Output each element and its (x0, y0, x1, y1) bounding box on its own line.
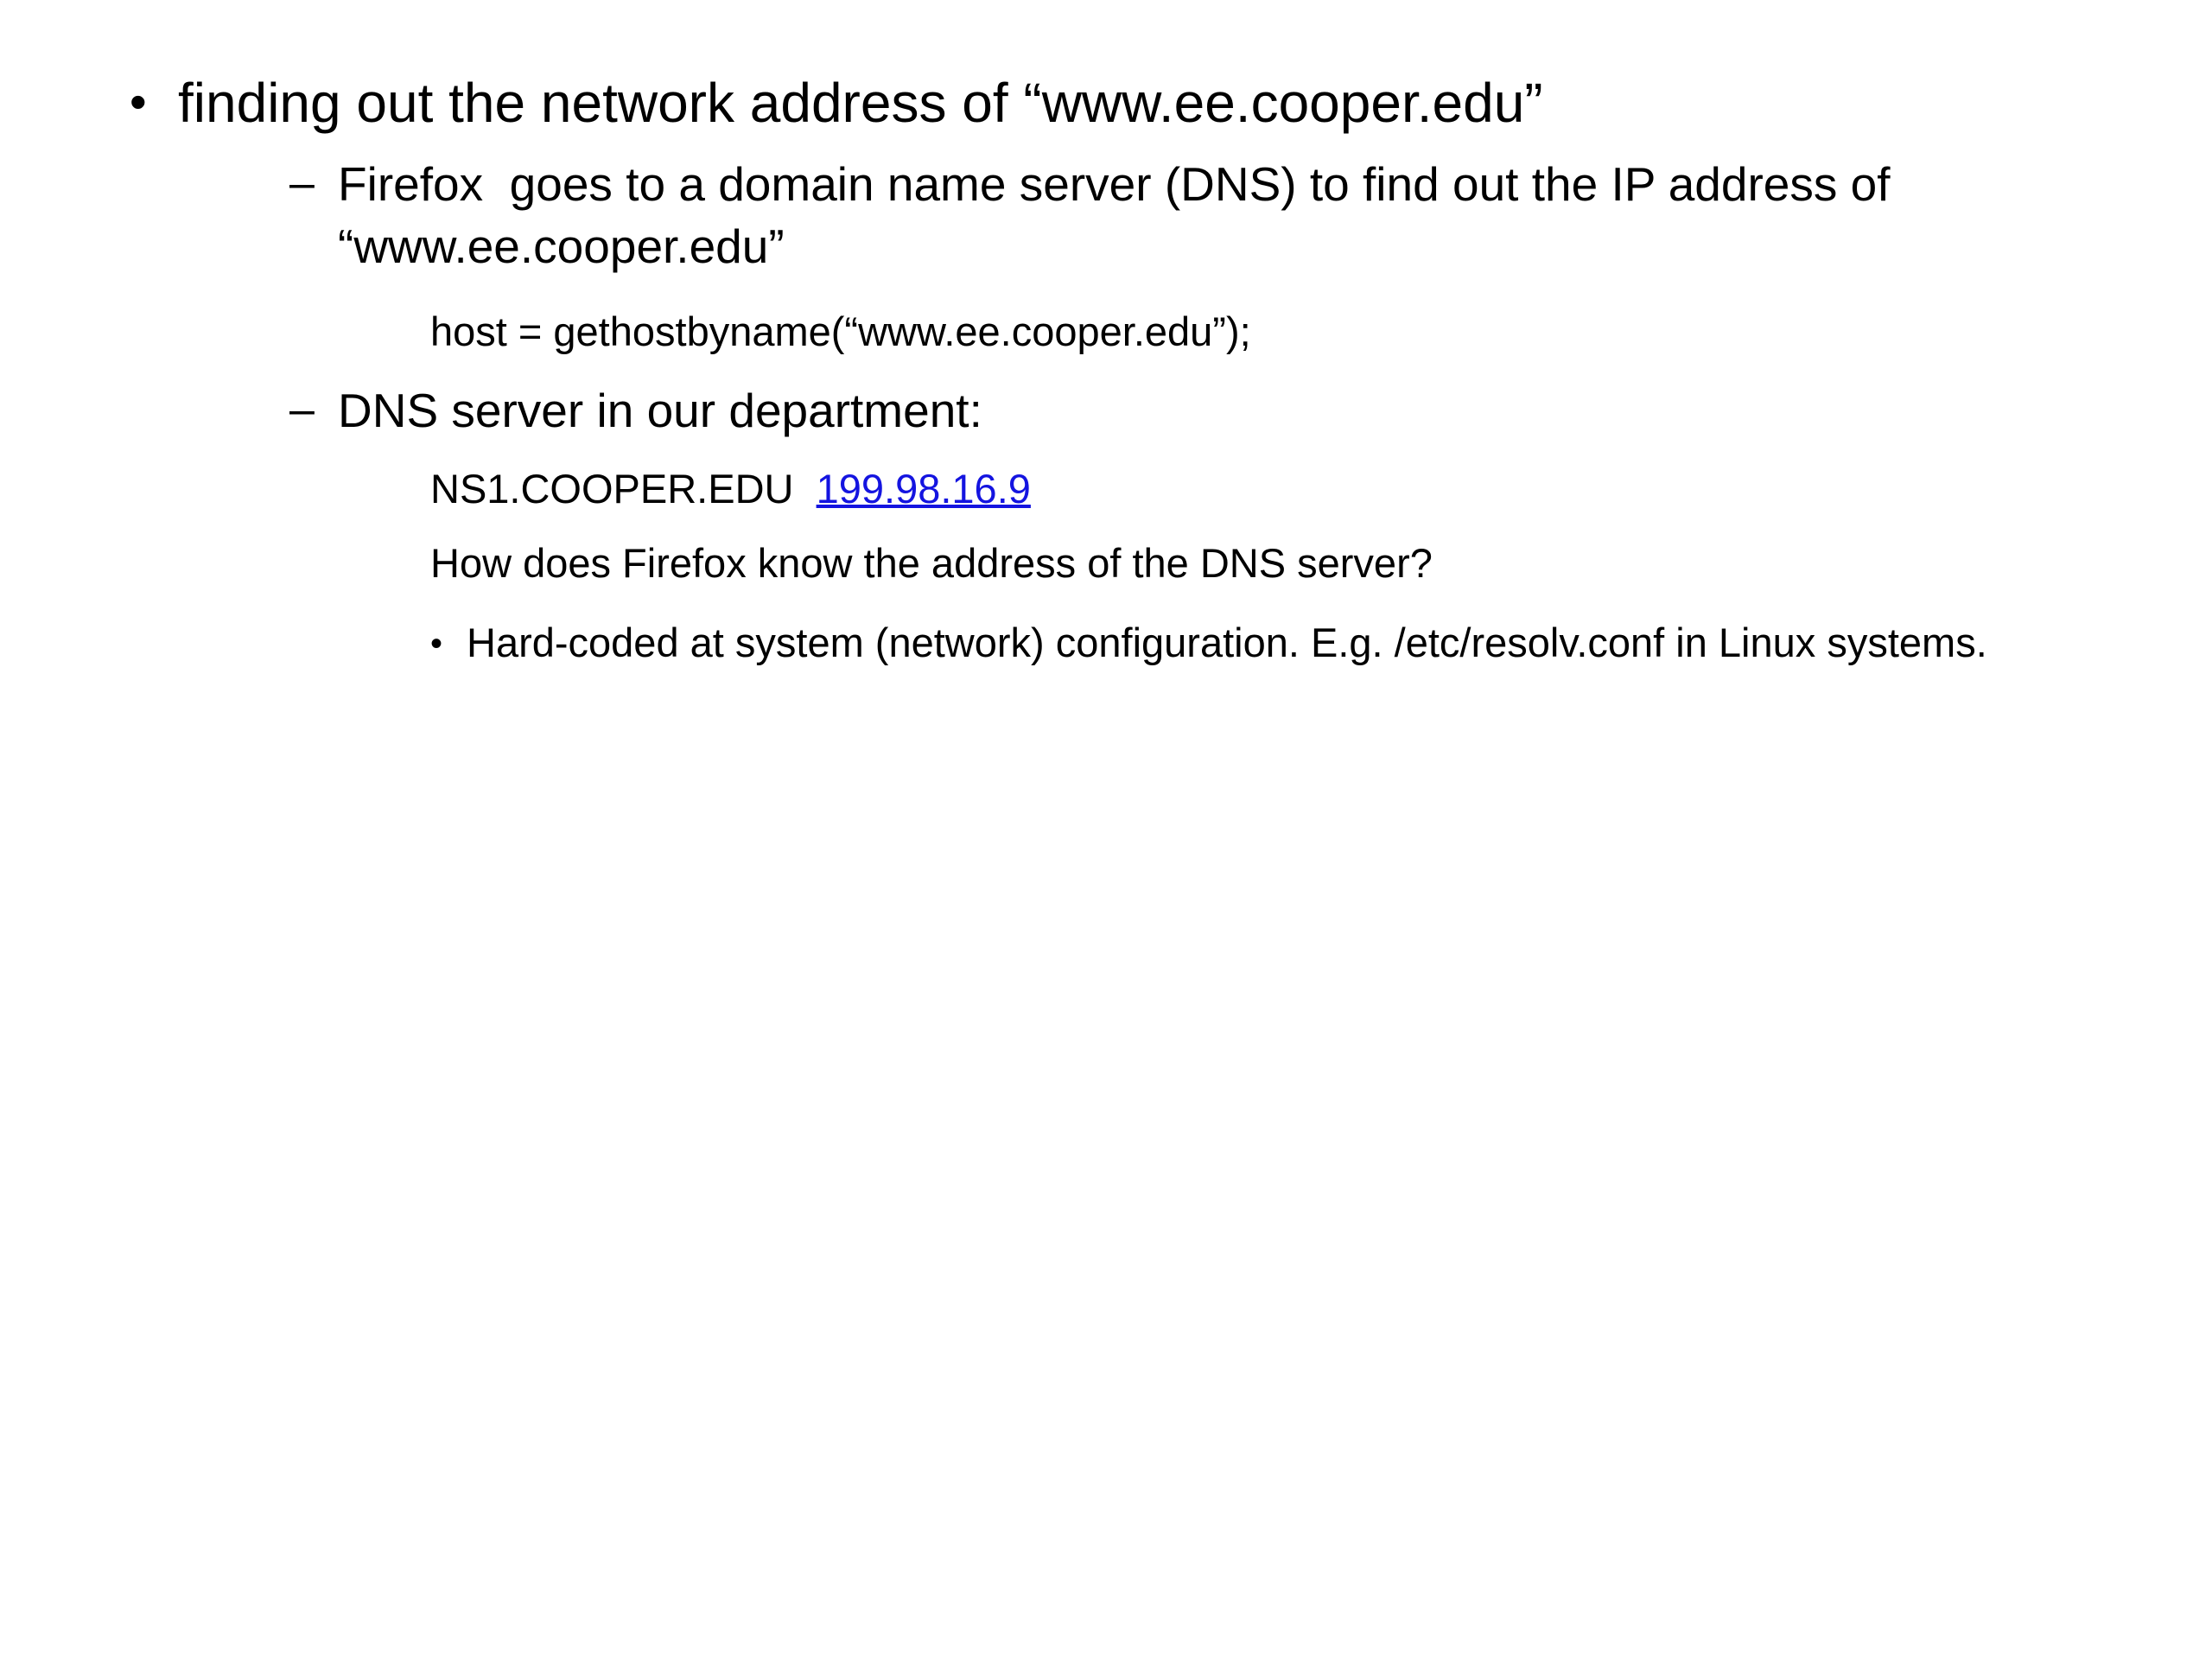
bullet-item-level1-network-address: • finding out the network address of “ww… (130, 67, 2082, 139)
spacer (130, 450, 2082, 462)
dns-record-line: NS1.COOPER.EDU 199.98.16.9 (430, 462, 1942, 516)
slide-body-placeholder: • finding out the network address of “ww… (130, 67, 2082, 670)
dash-marker-icon: – (289, 385, 315, 435)
bullet-item-level4-hardcoded: • Hard-coded at system (network) configu… (430, 616, 2082, 670)
bullet-marker-icon: • (130, 74, 147, 129)
bullet-marker-icon: • (430, 625, 443, 664)
question-text-dns-address: How does Firefox know the address of the… (430, 540, 1433, 587)
code-text-gethostbyname: host = gethostbyname(“www.ee.cooper.edu”… (430, 308, 1251, 355)
bullet-item-level3-dns-record: NS1.COOPER.EDU 199.98.16.9 (430, 462, 2082, 516)
bullet-item-level3-question: How does Firefox know the address of the… (430, 537, 2082, 590)
bullet-item-level2-dns-department: – DNS server in our department: (289, 379, 2082, 442)
bullet-text-hardcoded-config: Hard-coded at system (network) configura… (467, 620, 1987, 666)
bullet-item-level2-firefox-dns: – Firefox goes to a domain name server (… (289, 153, 2082, 277)
spacer (130, 367, 2082, 379)
bullet-item-level3-code-call: host = gethostbyname(“www.ee.cooper.edu”… (430, 305, 2082, 359)
dns-record-gap (793, 466, 816, 512)
bullet-text-network-address: finding out the network address of “www.… (178, 72, 1543, 134)
dash-marker-icon: – (289, 158, 315, 209)
dns-hostname-text: NS1.COOPER.EDU (430, 466, 794, 512)
bullet-text-dns-department: DNS server in our department: (338, 384, 982, 438)
bullet-text-firefox-dns: Firefox goes to a domain name server (DN… (338, 157, 1904, 274)
spacer (130, 524, 2082, 537)
spacer (130, 286, 2082, 305)
dns-ip-hyperlink[interactable]: 199.98.16.9 (816, 466, 1031, 512)
